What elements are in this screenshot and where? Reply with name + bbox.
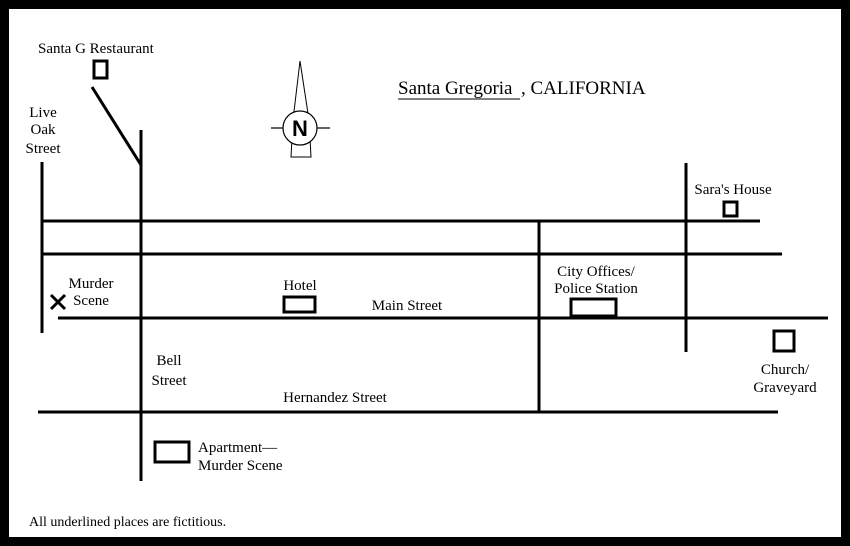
city-offices-label-2: Police Station <box>554 281 638 297</box>
hotel-label: Hotel <box>283 278 316 294</box>
live-oak-label-1: Live <box>29 105 57 121</box>
murder-scene-x-icon <box>49 293 67 311</box>
main-street-label: Main Street <box>372 298 443 314</box>
restaurant-road <box>90 86 143 166</box>
bell-street-label-1: Bell <box>157 353 182 369</box>
apartment-label-1: Apartment— <box>198 440 278 456</box>
apartment-label-2: Murder Scene <box>198 458 283 474</box>
murder-scene-label-2: Scene <box>73 293 109 309</box>
map-title-state: , CALIFORNIA <box>521 78 646 99</box>
hotel-marker <box>282 295 317 314</box>
restaurant-label: Santa G Restaurant <box>38 41 155 57</box>
church-label-1: Church/ <box>761 362 810 378</box>
north-arrow-icon: N <box>271 60 330 158</box>
church-marker <box>772 329 796 353</box>
compass-letter: N <box>292 116 308 141</box>
apartment-marker <box>153 440 191 464</box>
map-canvas <box>9 9 841 537</box>
saras-house-marker <box>722 200 739 218</box>
church-label-2: Graveyard <box>753 380 817 396</box>
city-offices-marker <box>569 297 618 318</box>
bell-street-label-2: Street <box>152 373 188 389</box>
city-offices-label-1: City Offices/ <box>557 264 635 280</box>
restaurant-marker <box>92 59 109 80</box>
map-title-place: Santa Gregoria <box>398 78 513 99</box>
murder-scene-label-1: Murder <box>69 276 114 292</box>
footnote: All underlined places are fictitious. <box>29 515 226 530</box>
live-oak-label-3: Street <box>26 141 62 157</box>
hernandez-street-label: Hernandez Street <box>283 390 388 406</box>
saras-house-label: Sara's House <box>694 182 772 198</box>
live-oak-label-2: Oak <box>31 122 56 138</box>
